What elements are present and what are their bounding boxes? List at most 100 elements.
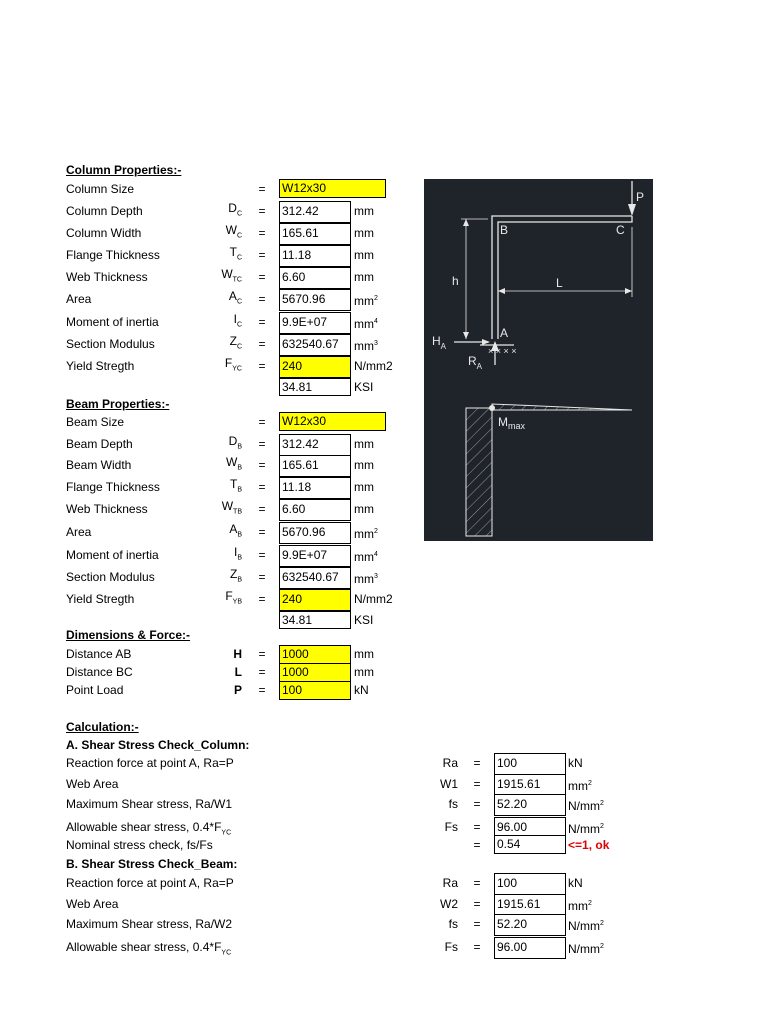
value-cell[interactable]: 11.18 [279,245,351,267]
equals-sign: = [258,647,266,661]
equals-sign: = [258,248,266,262]
label-Mmax: Mmax [498,415,526,431]
value-cell[interactable]: 9.9E+07 [279,312,351,334]
equals-sign: = [473,917,481,931]
unit-text: mm [354,502,374,516]
value-cell[interactable]: 165.61 [279,223,351,245]
value-cell[interactable]: 1000 [279,645,351,664]
value-cell[interactable]: W12x30 [279,412,386,431]
frame-diagram-svg: × × × × P B C h L A HA RA Mmax [432,181,644,537]
beam-properties-heading: Beam Properties:- [66,397,170,411]
value-cell[interactable]: 6.60 [279,267,351,289]
unit-label: mm [354,226,374,240]
calc-label: Allowable shear stress, 0.4*FYC [66,820,231,840]
calc-unit-exponent: 2 [588,780,592,787]
value-cell[interactable]: 165.61 [279,455,351,477]
calc-unit-label: N/mm2 [568,940,604,956]
ksi-value-cell[interactable]: 34.81 [279,378,351,396]
calc-label-text: Reaction force at point A, Ra=P [66,756,234,770]
row-symbol: WC [202,223,242,243]
calc-unit-label: N/mm2 [568,917,604,933]
calc-label: Maximum Shear stress, Ra/W1 [66,797,232,811]
row-label: Beam Width [66,458,132,472]
row-label: Yield Stregth [66,592,135,606]
symbol-sub: TB [233,508,242,516]
calc-symbol: W1 [440,777,458,791]
equals-sign: = [473,797,481,811]
calc-value-cell[interactable]: 1915.61 [494,894,566,916]
value-cell[interactable]: 240 [279,589,351,611]
row-symbol: IB [202,545,242,565]
value-cell[interactable]: 5670.96 [279,289,351,311]
equals-sign: = [258,570,266,584]
symbol-sub: B [237,464,242,472]
symbol-main: W [221,499,234,513]
calc-unit-text: N/mm [568,799,600,813]
calc-value-cell[interactable]: 1915.61 [494,774,566,796]
equals-sign: = [258,337,266,351]
row-label: Column Size [66,182,135,196]
value-cell[interactable]: 240 [279,356,351,378]
calc-label: Reaction force at point A, Ra=P [66,756,234,770]
value-cell[interactable]: 11.18 [279,477,351,499]
value-cell[interactable]: 632540.67 [279,567,351,589]
value-cell[interactable]: 312.42 [279,201,351,223]
max-moment-point [489,405,495,411]
calc-value-cell[interactable]: 52.20 [494,914,566,936]
value-cell[interactable]: 1000 [279,663,351,682]
value-cell[interactable]: 9.9E+07 [279,545,351,567]
calc-symbol: Fs [444,820,458,834]
dimensions-heading: Dimensions & Force:- [66,628,191,642]
symbol-sub: B [237,576,242,584]
unit-exponent: 3 [374,340,378,347]
equals-sign: = [258,182,266,196]
calculation-heading: Calculation:- [66,720,139,734]
symbol-main: I [233,545,238,559]
unit-text: mm [354,550,374,564]
calc-value-cell[interactable]: 96.00 [494,937,566,959]
label-HA: HA [432,334,447,351]
value-cell[interactable]: 5670.96 [279,522,351,544]
calc-label-text: Allowable shear stress, 0.4*F [66,940,222,954]
row-symbol: DC [202,201,242,221]
value-cell[interactable]: 100 [279,681,351,700]
symbol-sub: C [236,321,242,329]
calc-unit-text: N/mm [568,919,600,933]
row-symbol: AC [202,289,242,309]
calc-value-cell[interactable]: 0.54 [494,835,566,854]
calc-symbol: fs [448,797,458,811]
unit-label: mm [354,248,374,262]
calc-value-cell[interactable]: 52.20 [494,794,566,816]
value-cell[interactable]: W12x30 [279,179,386,198]
symbol-main: A [228,289,237,303]
unit-text: mm [354,270,374,284]
calc-value-cell[interactable]: 100 [494,873,566,895]
calc-unit-exponent: 2 [600,800,604,807]
row-symbol: IC [202,312,242,332]
calc-value-cell[interactable]: 100 [494,753,566,775]
row-label: Distance AB [66,647,132,661]
ksi-value-cell[interactable]: 34.81 [279,611,351,629]
calc-unit-text: mm [568,899,588,913]
row-symbol: AB [202,522,242,542]
row-label: Beam Depth [66,437,133,451]
equals-sign: = [258,548,266,562]
calc-unit-exponent: 2 [588,900,592,907]
unit-text: mm [354,339,374,353]
equals-sign: = [258,226,266,240]
calc-symbol: Fs [444,940,458,954]
value-cell[interactable]: 632540.67 [279,334,351,356]
value-cell[interactable]: 6.60 [279,499,351,521]
equals-sign: = [473,897,481,911]
equals-sign: = [473,777,481,791]
unit-text: mm [354,572,374,586]
equals-sign: = [258,270,266,284]
section-a-heading: A. Shear Stress Check_Column: [66,738,250,752]
value-cell[interactable]: 312.42 [279,434,351,456]
calc-symbol: Ra [442,876,458,890]
row-symbol: FYC [202,356,242,376]
label-h: h [452,274,459,288]
unit-text: mm [354,294,374,308]
calc-unit-label: kN [568,756,583,770]
unit-label: mm2 [354,525,378,541]
